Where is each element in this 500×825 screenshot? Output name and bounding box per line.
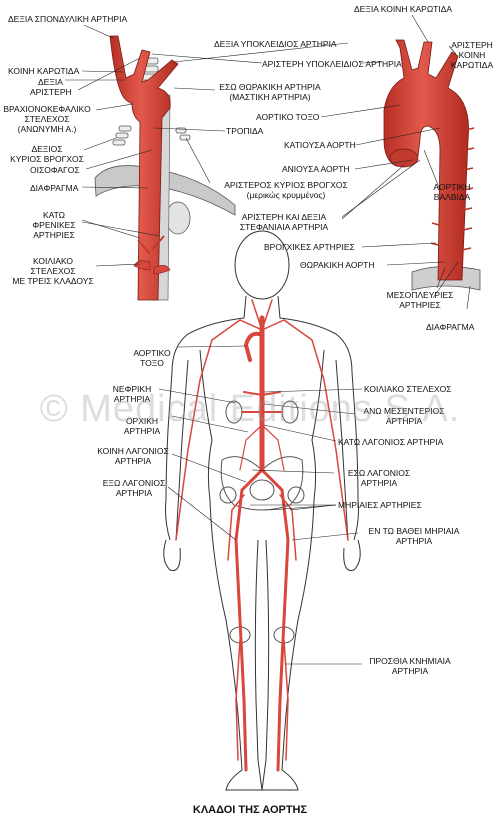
label-inf-phrenic-line3: ΑΡΤΗΡΙΕΣ [33,230,75,240]
label-common-iliac-line2: ΑΡΤΗΡΙΑ [114,456,152,466]
label-left-cc-line3: ΚΑΡΩΤΙΔΑ [450,60,494,70]
label-ant-tibial-line1: ΠΡΟΣΘΙΑ ΚΝΗΜΙΑΙΑ [369,656,451,666]
label-testicular-line1: ΟΡΧΙΚΗ [125,416,159,426]
label-intercostal-line1: ΜΕΣΟΠΛΕΥΡΙΕΣ [386,290,454,300]
label-deep-femoral: ΕΝ ΤΩ ΒΑΘΕΙ ΜΗΡΙΑΙΑ ΑΡΤΗΡΙΑ [356,526,472,546]
label-bronchial-arteries: ΒΡΟΓΧΙΚΕΣ ΑΡΤΗΡΙΕΣ [264,242,355,252]
label-renal-line1: ΝΕΦΡΙΚΗ [112,384,152,394]
label-left-bronchus-line2: (μερικώς κρυμμένος) [246,190,326,200]
label-coronary-line1: ΑΡΙΣΤΕΡΗ ΚΑΙ ΔΕΞΙΑ [241,212,327,222]
label-common-iliac: ΚΟΙΝΗ ΛΑΓΟΝΙΟΣ ΑΡΤΗΡΙΑ [88,446,178,466]
label-intercostal-line2: ΑΡΤΗΡΙΕΣ [399,300,441,310]
label-body-arch-line2: ΤΟΞΟ [140,358,164,368]
figure-title: ΚΛΑΔΟΙ ΤΗΣ ΑΟΡΤΗΣ [192,804,308,816]
watermark: © Medical Editions S.A. [39,388,461,430]
label-right-bronchus-line1: ΔΕΞΙΟΣ [31,144,63,154]
label-int-iliac-line2: ΑΡΤΗΡΙΑ [360,478,398,488]
label-diaphragm-left: ΔΙΑΦΡΑΓΜΑ [30,183,79,193]
label-common-carotid: ΚΟΙΝΗ ΚΑΡΩΤΙΔΑ [8,66,80,76]
label-right-main-bronchus: ΔΕΞΙΟΣ ΚΥΡΙΟΣ ΒΡΟΓΧΟΣ [8,144,86,164]
label-celiac-line3: ΜΕ ΤΡΕΙΣ ΚΛΑΔΟΥΣ [12,276,94,286]
label-diaphragm-right: ΔΙΑΦΡΑΓΜΑ [426,322,475,332]
label-inferior-iliac: ΚΑΤΩ ΛΑΓΟΝΙΟΣ ΑΡΤΗΡΙΑ [338,437,444,447]
label-int-thoracic-line2: (ΜΑΣΤΙΚΗ ΑΡΤΗΡΙΑ) [229,92,311,102]
label-inf-phrenic-line1: ΚΑΤΩ [42,210,66,220]
label-left: ΑΡΙΣΤΕΡΗ [30,87,72,97]
label-intercostal-arteries: ΜΕΣΟΠΛΕΥΡΙΕΣ ΑΡΤΗΡΙΕΣ [384,290,456,310]
label-coronary-arteries: ΑΡΙΣΤΕΡΗ ΚΑΙ ΔΕΞΙΑ ΣΤΕΦΑΝΙΑΙΑ ΑΡΤΗΡΙΑ [226,212,342,232]
label-left-bronchus-line1: ΑΡΙΣΤΕΡΟΣ ΚΥΡΙΟΣ ΒΡΟΓΧΟΣ [224,180,348,190]
label-aortic-arch-top: ΑΟΡΤΙΚΟ ΤΟΞΟ [256,112,320,122]
body-arteries [175,299,349,772]
label-left-cc-line2: ΚΟΙΝΗ [458,50,486,60]
label-ext-iliac-line1: ΕΞΩ ΛΑΓΟΝΙΟΣ [102,478,166,488]
label-superior-mesenteric: ΑΝΩ ΜΕΣΕΝΤΕΡΙΟΣ ΑΡΤΗΡΙΑ [352,406,456,426]
label-right: ΔΕΞΙΑ [38,77,63,87]
label-right-bronchus-line2: ΚΥΡΙΟΣ ΒΡΟΓΧΟΣ [10,154,84,164]
label-anterior-tibial: ΠΡΟΣΘΙΑ ΚΝΗΜΙΑΙΑ ΑΡΤΗΡΙΑ [360,656,460,676]
label-brachiocephalic-trunk: ΒΡΑΧΙΟΝΟΚΕΦΑΛΙΚΟ ΣΤΕΛΕΧΟΣ (ΑΝΩΝΥΜΗ Α.) [2,104,92,134]
label-int-iliac-line1: ΕΣΩ ΛΑΓΟΝΙΟΣ [347,468,411,478]
label-brachiocephalic-line2: ΣΤΕΛΕΧΟΣ [24,114,70,124]
label-right-common-carotid: ΔΕΞΙΑ ΚΟΙΝΗ ΚΑΡΩΤΙΔΑ [354,4,453,14]
label-coronary-line2: ΣΤΕΦΑΝΙΑΙΑ ΑΡΤΗΡΙΑ [239,222,329,232]
label-left-subclavian: ΑΡΙΣΤΕΡΗ ΥΠΟΚΛΕΙΔΙΟΣ ΑΡΤΗΡΙΑ [262,59,402,69]
label-external-iliac: ΕΞΩ ΛΑΓΟΝΙΟΣ ΑΡΤΗΡΙΑ [94,478,174,498]
label-aortic-valve-line1: ΑΟΡΤΙΚΗ [433,182,471,192]
label-celiac-line1: ΚΟΙΛΙΑΚΟ [32,256,74,266]
label-right-vertebral-artery: ΔΕΞΙΑ ΣΠΟΝΔΥΛΙΚΗ ΑΡΤΗΡΙΑ [8,14,128,24]
label-aortic-valve-line2: ΒΑΛΒΙΔΑ [433,192,471,202]
label-aortic-valve: ΑΟΡΤΙΚΗ ΒΑΛΒΙΔΑ [424,182,480,202]
label-femoral-arteries: ΜΗΡΙΑΙΕΣ ΑΡΤΗΡΙΕΣ [338,500,422,510]
label-ext-iliac-line2: ΑΡΤΗΡΙΑ [115,488,153,498]
human-body-outline [163,230,361,791]
label-renal-artery: ΝΕΦΡΙΚΗ ΑΡΤΗΡΙΑ [104,384,160,404]
label-inferior-phrenic-arteries: ΚΑΤΩ ΦΡΕΝΙΚΕΣ ΑΡΤΗΡΙΕΣ [26,210,82,240]
aortic-arch-detail-drawing [383,39,481,291]
leader-lines [65,14,471,665]
label-brachiocephalic-line3: (ΑΝΩΝΥΜΗ Α.) [17,124,77,134]
label-internal-thoracic: ΕΣΩ ΘΩΡΑΚΙΚΗ ΑΡΤΗΡΙΑ (ΜΑΣΤΙΚΗ ΑΡΤΗΡΙΑ) [210,82,330,102]
label-left-cc-line1: ΑΡΙΣΤΕΡΗ [451,40,493,50]
label-celiac-trunk: ΚΟΙΛΙΑΚΟ ΣΤΕΛΕΧΟΣ [364,384,452,394]
label-deep-femoral-line2: ΑΡΤΗΡΙΑ [395,536,433,546]
label-ascending-aorta: ΑΝΙΟΥΣΑ ΑΟΡΤΗ [282,164,350,174]
label-left-main-bronchus: ΑΡΙΣΤΕΡΟΣ ΚΥΡΙΟΣ ΒΡΟΓΧΟΣ (μερικώς κρυμμέ… [208,180,364,200]
label-body-arch-line1: ΑΟΡΤΙΚΟ [133,348,171,358]
label-celiac-line2: ΣΤΕΛΕΧΟΣ [30,266,76,276]
thoracic-aorta-drawing [94,35,236,301]
label-testicular-artery: ΟΡΧΙΚΗ ΑΡΤΗΡΙΑ [114,416,170,436]
label-int-thoracic-line1: ΕΣΩ ΘΩΡΑΚΙΚΗ ΑΡΤΗΡΙΑ [219,82,321,92]
label-left-common-carotid: ΑΡΙΣΤΕΡΗ ΚΟΙΝΗ ΚΑΡΩΤΙΔΑ [444,40,500,70]
label-descending-aorta: ΚΑΤΙΟΥΣΑ ΑΟΡΤΗ [284,140,356,150]
label-deep-femoral-line1: ΕΝ ΤΩ ΒΑΘΕΙ ΜΗΡΙΑΙΑ [368,526,460,536]
label-ant-tibial-line2: ΑΡΤΗΡΙΑ [391,666,429,676]
label-thoracic-aorta: ΘΩΡΑΚΙΚΗ ΑΟΡΤΗ [300,260,375,270]
label-testicular-line2: ΑΡΤΗΡΙΑ [123,426,161,436]
label-renal-line2: ΑΡΤΗΡΙΑ [113,394,151,404]
label-celiac-trunk-three-branches: ΚΟΙΛΙΑΚΟ ΣΤΕΛΕΧΟΣ ΜΕ ΤΡΕΙΣ ΚΛΑΔΟΥΣ [8,256,98,286]
label-esophagus: ΟΙΣΟΦΑΓΟΣ [30,165,80,175]
label-internal-iliac: ΕΣΩ ΛΑΓΟΝΙΟΣ ΑΡΤΗΡΙΑ [334,468,424,488]
label-inf-phrenic-line2: ΦΡΕΝΙΚΕΣ [32,220,76,230]
label-carina: ΤΡΟΠΙΔΑ [226,126,264,136]
label-sup-mesenteric-line1: ΑΝΩ ΜΕΣΕΝΤΕΡΙΟΣ [363,406,445,416]
label-common-iliac-line1: ΚΟΙΝΗ ΛΑΓΟΝΙΟΣ [97,446,169,456]
label-brachiocephalic-line1: ΒΡΑΧΙΟΝΟΚΕΦΑΛΙΚΟ [3,104,91,114]
label-body-aortic-arch: ΑΟΡΤΙΚΟ ΤΟΞΟ [124,348,180,368]
label-right-subclavian: ΔΕΞΙΑ ΥΠΟΚΛΕΙΔΙΟΣ ΑΡΤΗΡΙΑ [214,39,337,49]
label-sup-mesenteric-line2: ΑΡΤΗΡΙΑ [385,416,423,426]
